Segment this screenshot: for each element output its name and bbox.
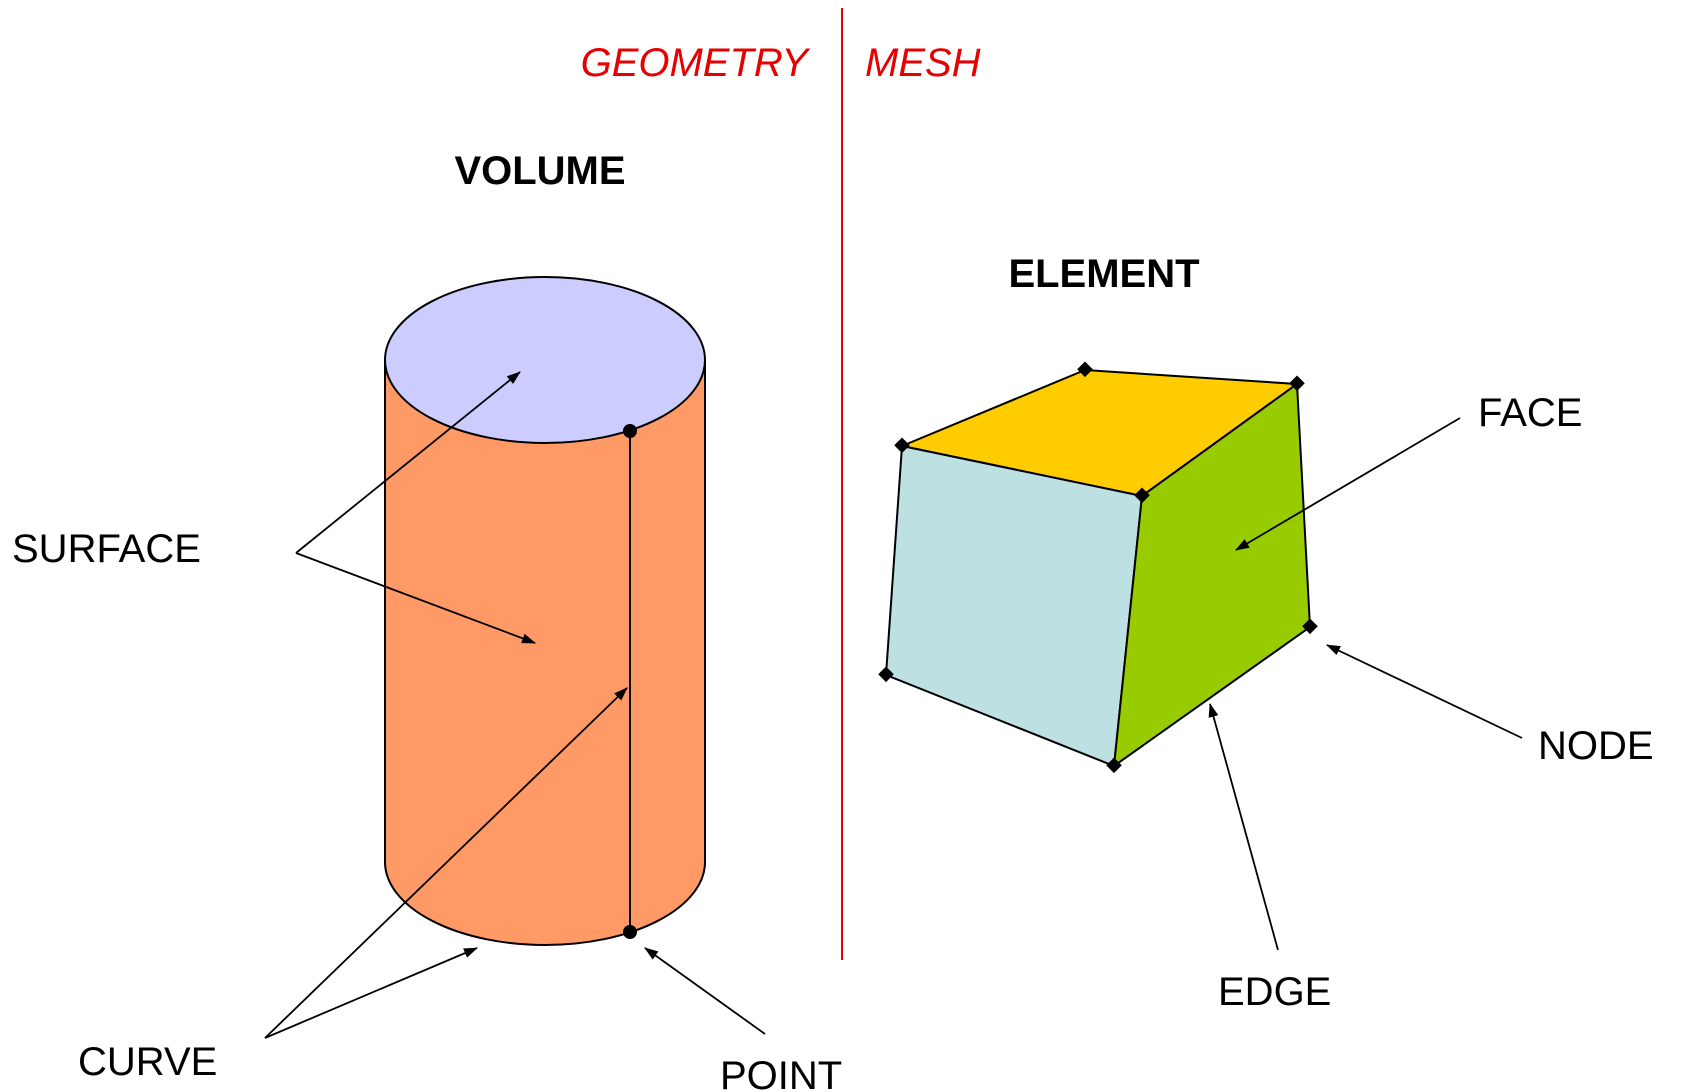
node-label: NODE [1538, 724, 1654, 768]
bottom-point [623, 925, 637, 939]
mesh-heading: MESH [865, 41, 981, 85]
node-marker [1077, 361, 1093, 378]
point-arrow [644, 947, 766, 1035]
node-marker [1134, 487, 1150, 504]
surface-arrow-side [295, 552, 536, 644]
surface-arrow-top [295, 371, 521, 554]
edge-label: EDGE [1218, 970, 1331, 1014]
node-marker [878, 666, 894, 683]
element-front-face [884, 444, 1144, 768]
curve-arrow-seam [264, 687, 628, 1039]
cylinder-top-surface [384, 276, 706, 444]
node-marker [1289, 375, 1305, 392]
top-point [623, 424, 637, 438]
node-marker [1302, 618, 1318, 635]
geometry-heading: GEOMETRY [581, 41, 812, 85]
point-label: POINT [720, 1054, 842, 1092]
surface-label: SURFACE [12, 527, 201, 571]
node-marker [1106, 757, 1122, 774]
curve-arrow-bottom [264, 947, 478, 1039]
node-arrow [1326, 644, 1523, 739]
face-label: FACE [1478, 391, 1582, 435]
element-heading: ELEMENT [1008, 252, 1199, 296]
volume-heading: VOLUME [454, 149, 625, 193]
edge-arrow [1208, 703, 1279, 951]
hex-element [878, 361, 1318, 774]
cylinder-body [384, 359, 706, 946]
cylinder-volume [384, 276, 706, 946]
face-arrow [1235, 417, 1461, 551]
node-marker [894, 437, 910, 454]
curve-label: CURVE [78, 1040, 217, 1084]
